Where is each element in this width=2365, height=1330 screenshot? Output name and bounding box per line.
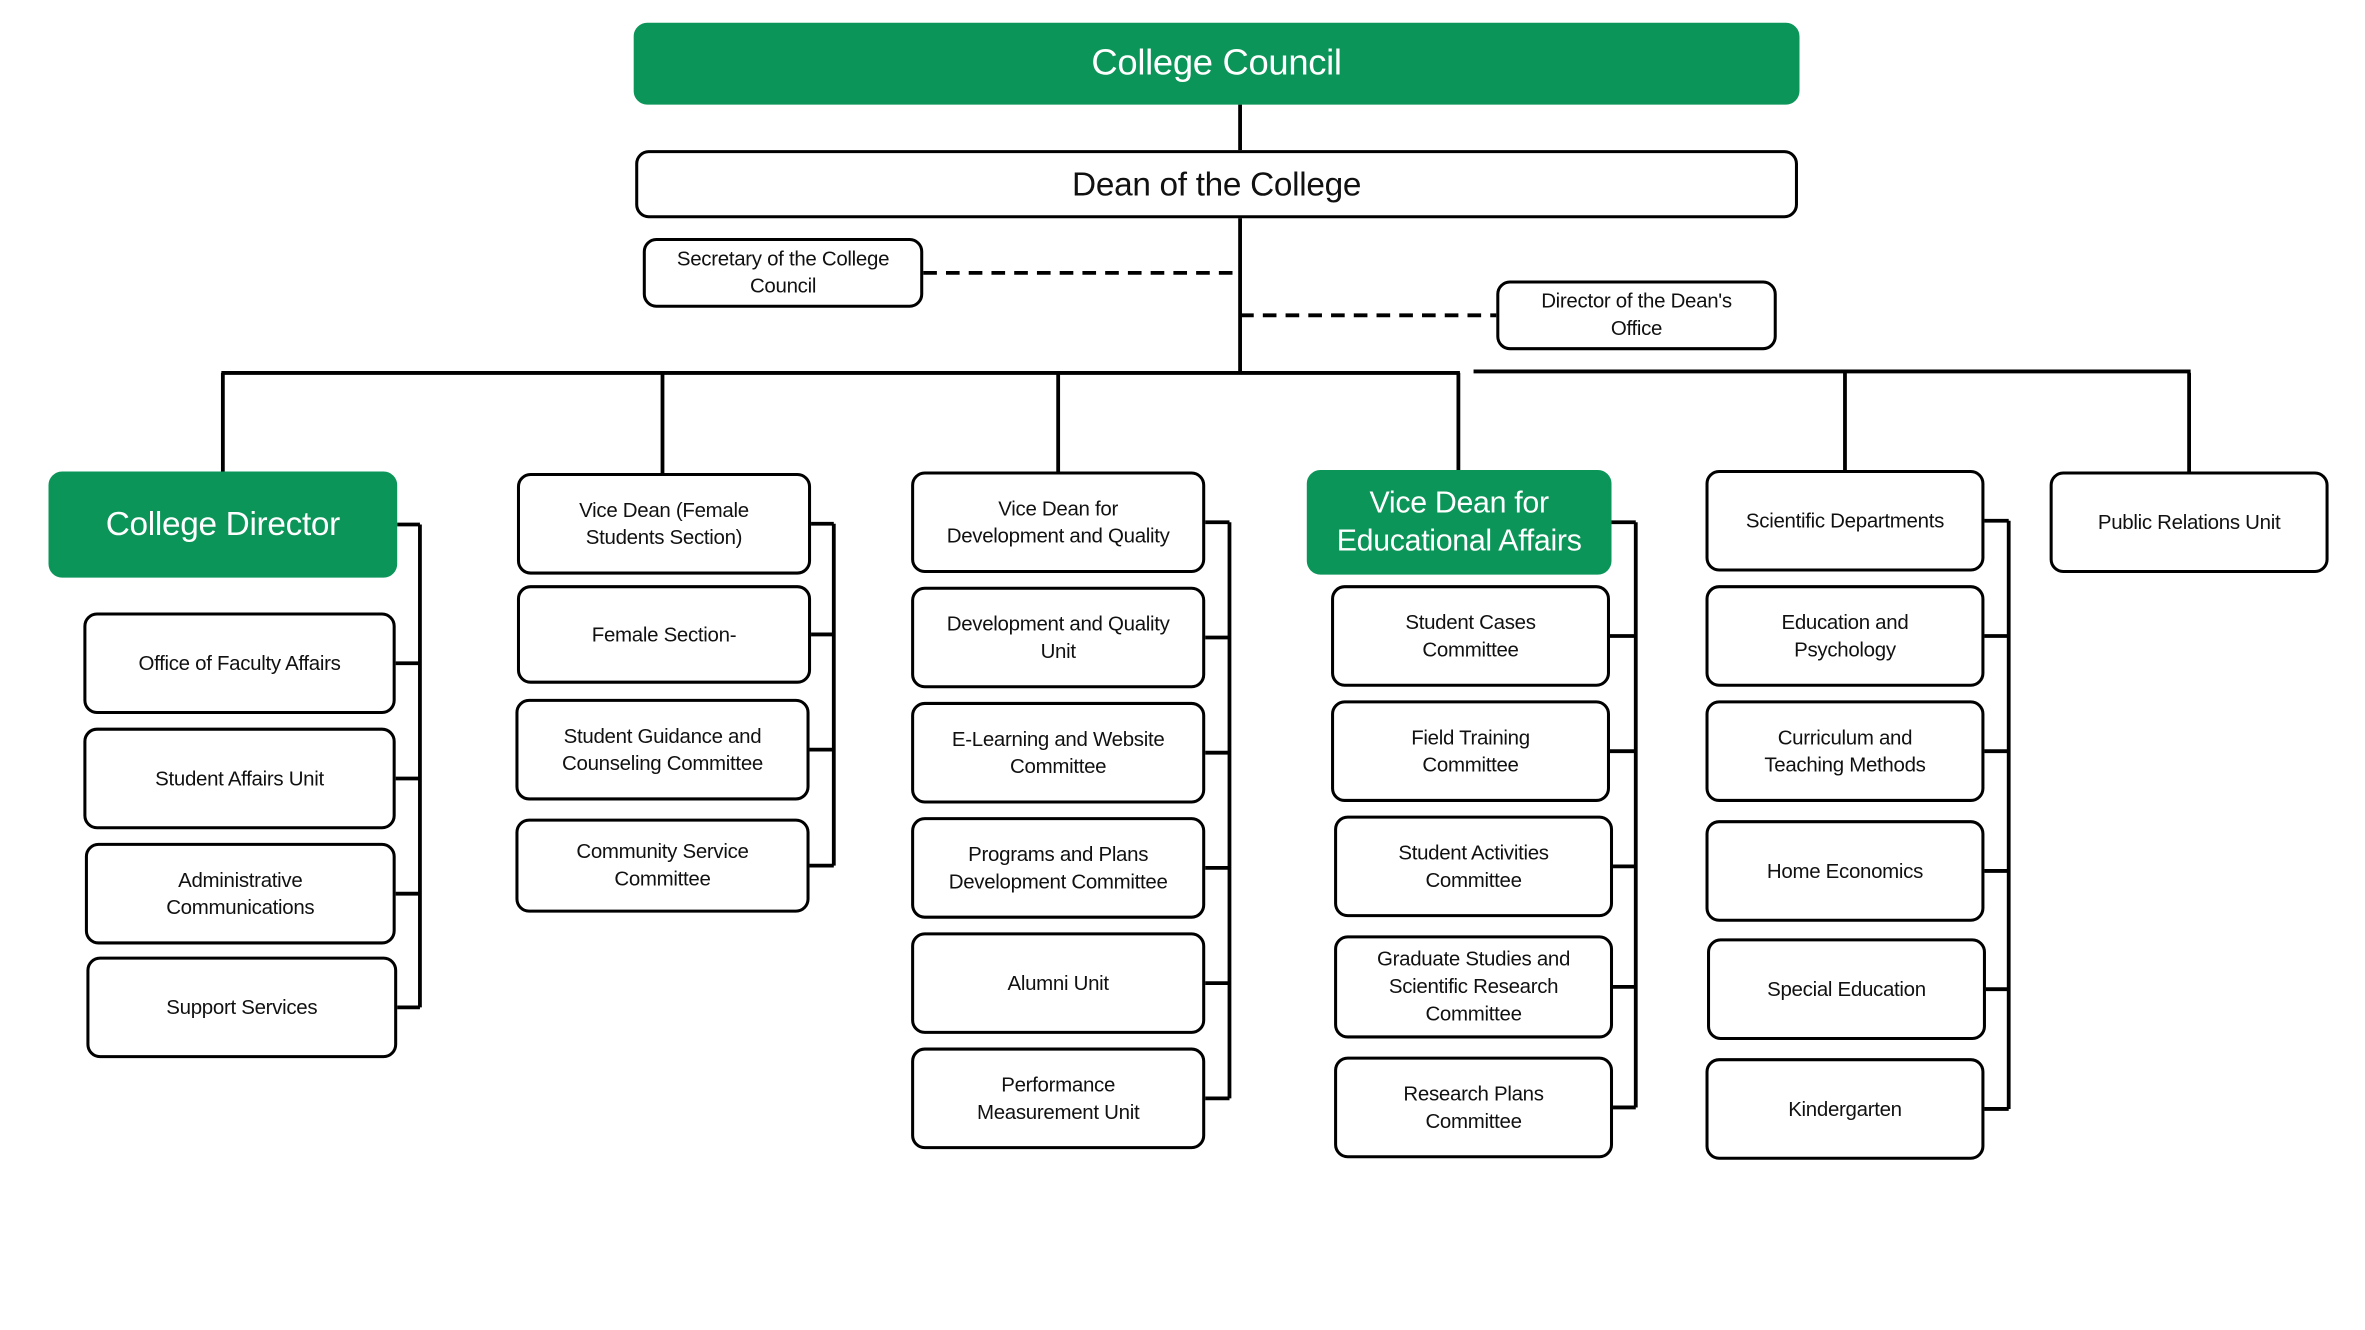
field-training-committee-box: Field Training Committee [1331,700,1610,802]
office-of-faculty-affairs-box: Office of Faculty Affairs [83,612,396,715]
home-economics-box: Home Economics [1705,820,1985,922]
female-section-box: Female Section- [516,585,812,684]
curriculum-and-teaching-methods-box: Curriculum and Teaching Methods [1705,700,1985,802]
dean-office-director-box: Director of the Dean's Office [1496,280,1777,351]
community-service-committee-box: Community Service Committee [515,818,810,913]
student-activities-committee-box: Student Activities Committee [1334,815,1614,918]
alumni-unit-box: Alumni Unit [911,932,1206,1034]
performance-measurement-unit-box: Performance Measurement Unit [911,1047,1206,1150]
vice-dean-female-students-section-box: Vice Dean (Female Students Section) [516,472,812,575]
dean-box: Dean of the College [635,150,1798,219]
support-services-box: Support Services [86,956,398,1059]
graduate-studies-and-scientific-research-committee-box: Graduate Studies and Scientific Research… [1334,935,1614,1039]
vice-dean-for-educational-affairs-box: Vice Dean for Educational Affairs [1306,469,1612,575]
secretary-box: Secretary of the College Council [642,238,924,308]
student-guidance-and-counseling-committee-box: Student Guidance and Counseling Committe… [515,698,810,801]
college-council-box: College Council [633,22,1800,105]
student-cases-committee-box: Student Cases Committee [1331,585,1610,687]
special-education-box: Special Education [1707,938,1986,1040]
public-relations-unit-box: Public Relations Unit [2049,471,2329,574]
programs-and-plans-development-committee-box: Programs and Plans Development Committee [911,817,1206,919]
student-affairs-unit-box: Student Affairs Unit [83,727,396,830]
administrative-communications-box: Administrative Communications [84,842,396,945]
vice-dean-for-development-and-quality-box: Vice Dean for Development and Quality [911,471,1206,574]
development-and-quality-unit-box: Development and Quality Unit [911,586,1206,689]
education-and-psychology-box: Education and Psychology [1705,585,1985,687]
kindergarten-box: Kindergarten [1705,1058,1985,1160]
scientific-departments-box: Scientific Departments [1705,469,1985,572]
e-learning-and-website-committee-box: E-Learning and Website Committee [911,701,1206,804]
research-plans-committee-box: Research Plans Committee [1334,1056,1614,1159]
college-director-box: College Director [48,471,398,578]
